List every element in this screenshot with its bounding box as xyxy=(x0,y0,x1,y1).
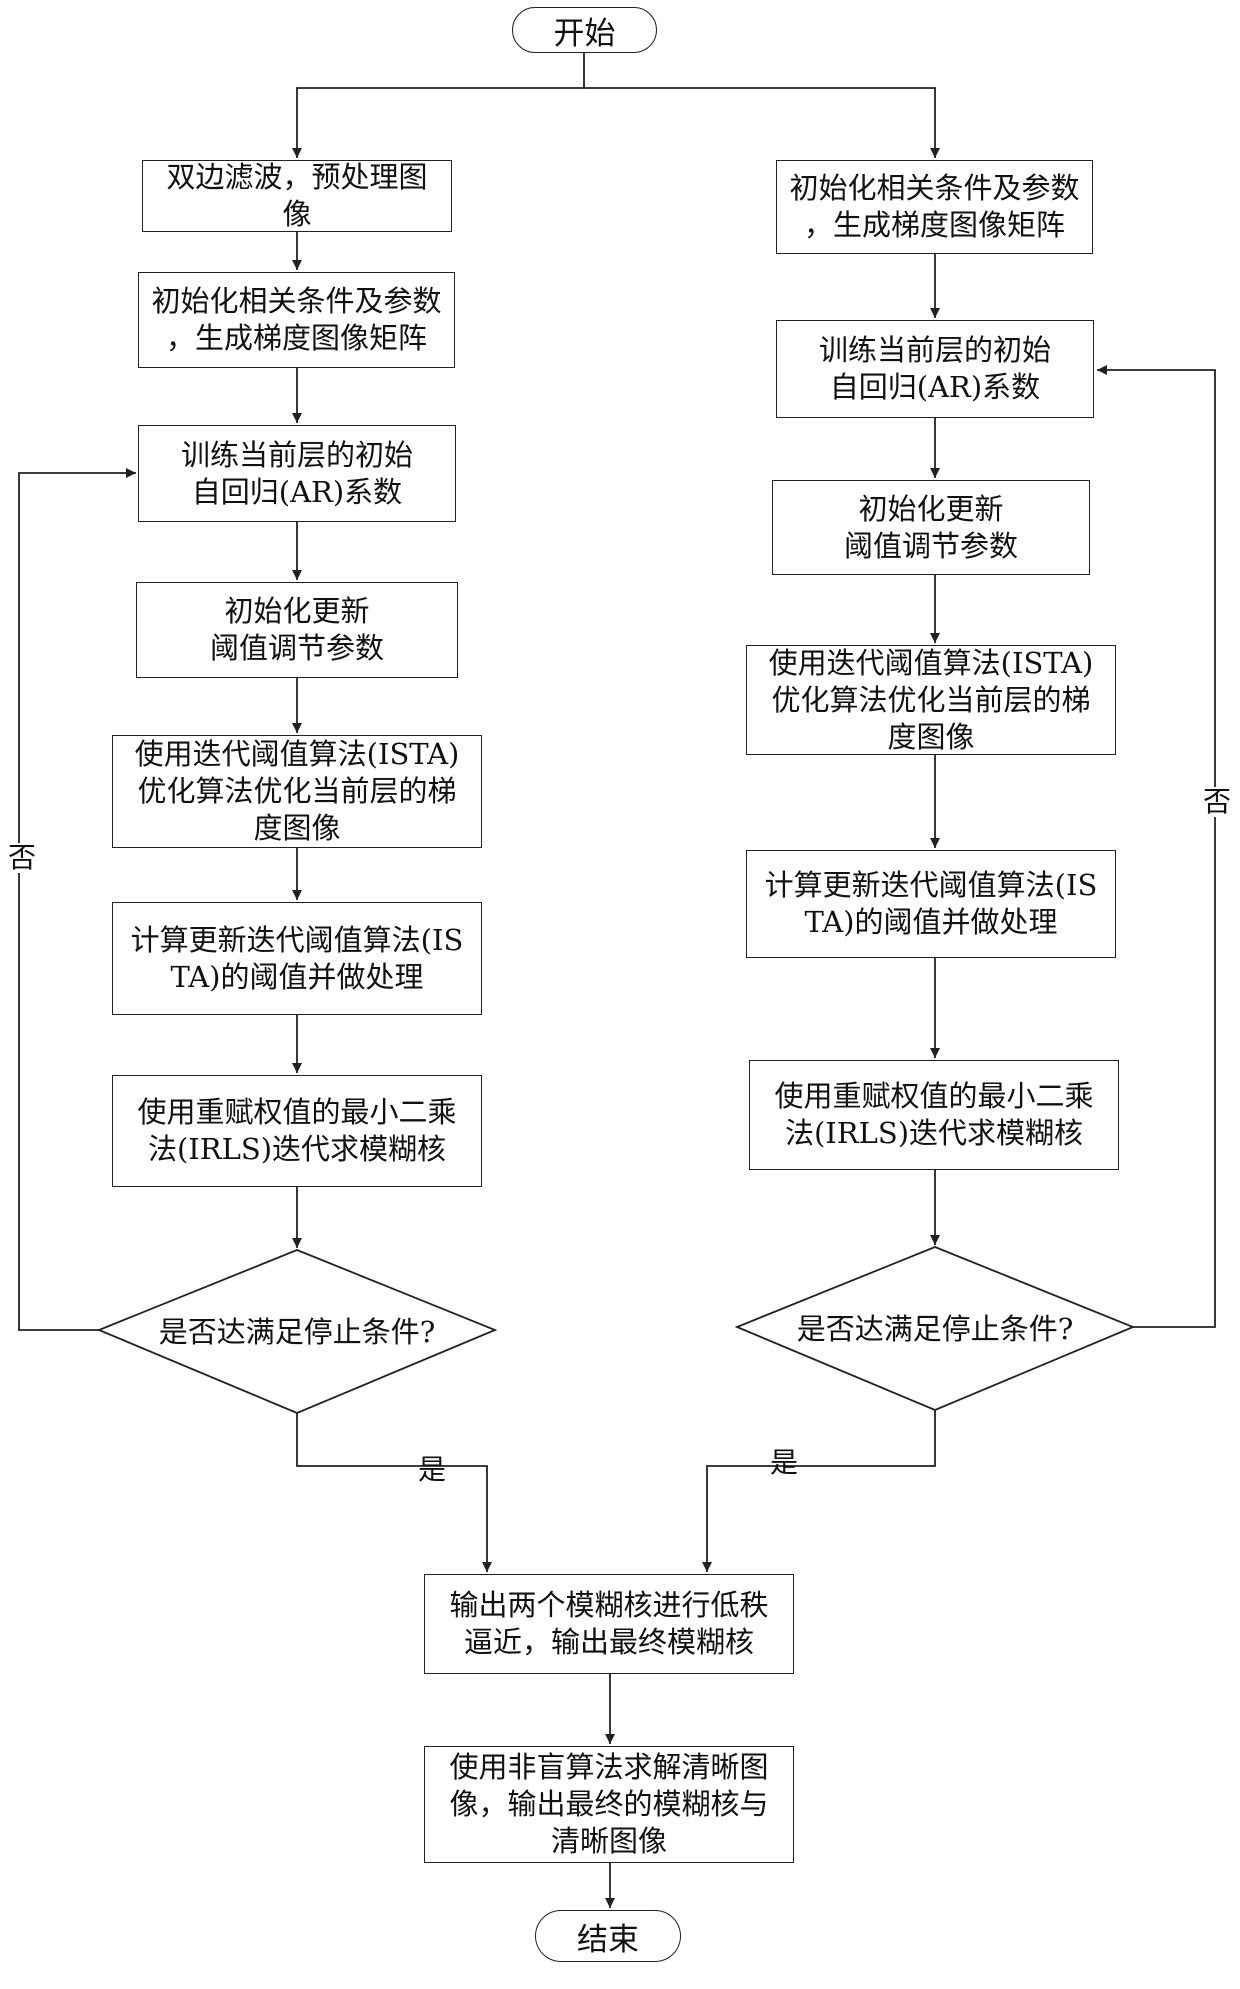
right-step-init-threshold: 初始化更新 阈值调节参数 xyxy=(772,480,1090,575)
left-step-train-ar: 训练当前层的初始 自回归(AR)系数 xyxy=(138,425,456,522)
start-label: 开始 xyxy=(553,15,616,52)
merge-non-blind-deconv: 使用非盲算法求解清晰图 像，输出最终的模糊核与 清晰图像 xyxy=(424,1746,794,1863)
left-no-label: 否 xyxy=(8,841,37,874)
left-step-compute-threshold: 计算更新迭代阈值算法(IS TA)的阈值并做处理 xyxy=(112,902,482,1015)
right-step-irls-kernel: 使用重赋权值的最小二乘 法(IRLS)迭代求模糊核 xyxy=(749,1060,1119,1170)
right-step-ista-optimize: 使用迭代阈值算法(ISTA) 优化算法优化当前层的梯 度图像 xyxy=(746,645,1116,755)
right-yes-path xyxy=(702,1410,936,1572)
right-loop-no xyxy=(1097,365,1216,1328)
left-loop-no xyxy=(18,468,136,1331)
left-step-irls-kernel: 使用重赋权值的最小二乘 法(IRLS)迭代求模糊核 xyxy=(112,1075,482,1187)
right-no-label: 否 xyxy=(1203,785,1232,818)
arrow-start-split xyxy=(292,52,585,158)
left-step-bilateral-filter: 双边滤波，预处理图像 xyxy=(142,160,452,232)
right-step-train-ar: 训练当前层的初始 自回归(AR)系数 xyxy=(776,320,1094,418)
arrow-start-right xyxy=(584,87,940,158)
right-yes-label: 是 xyxy=(770,1446,799,1479)
merge-low-rank-approx: 输出两个模糊核进行低秩 逼近，输出最终模糊核 xyxy=(424,1574,794,1674)
left-decision-text: 是否达满足停止条件? xyxy=(158,1315,436,1349)
end-label: 结束 xyxy=(577,1921,639,1958)
left-step-init-threshold: 初始化更新 阈值调节参数 xyxy=(136,582,458,678)
left-step-init-params: 初始化相关条件及参数 ，生成梯度图像矩阵 xyxy=(138,272,455,368)
right-step-compute-threshold: 计算更新迭代阈值算法(IS TA)的阈值并做处理 xyxy=(746,850,1116,958)
right-step-init-params: 初始化相关条件及参数 ，生成梯度图像矩阵 xyxy=(776,160,1093,254)
left-yes-label: 是 xyxy=(418,1453,447,1486)
start-terminal: 开始 xyxy=(512,7,657,53)
left-step-ista-optimize: 使用迭代阈值算法(ISTA) 优化算法优化当前层的梯 度图像 xyxy=(112,735,482,848)
left-yes-path xyxy=(296,1413,492,1572)
right-decision-text: 是否达满足停止条件? xyxy=(796,1312,1074,1346)
end-terminal: 结束 xyxy=(535,1910,681,1962)
